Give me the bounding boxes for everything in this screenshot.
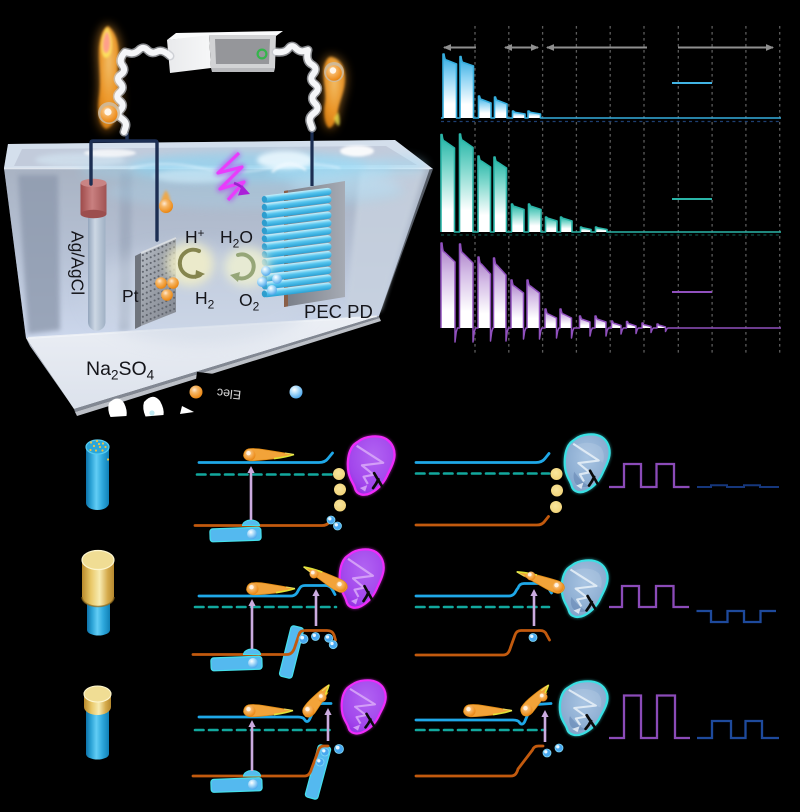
svg-text:H2O: H2O: [220, 227, 253, 251]
svg-text:Pt: Pt: [122, 286, 139, 306]
svg-text:PEC PD: PEC PD: [304, 301, 373, 322]
svg-text:Elec: Elec: [216, 385, 242, 401]
svg-text:Na2SO4: Na2SO4: [86, 358, 155, 383]
svg-text:Ag/AgCl: Ag/AgCl: [67, 231, 87, 295]
